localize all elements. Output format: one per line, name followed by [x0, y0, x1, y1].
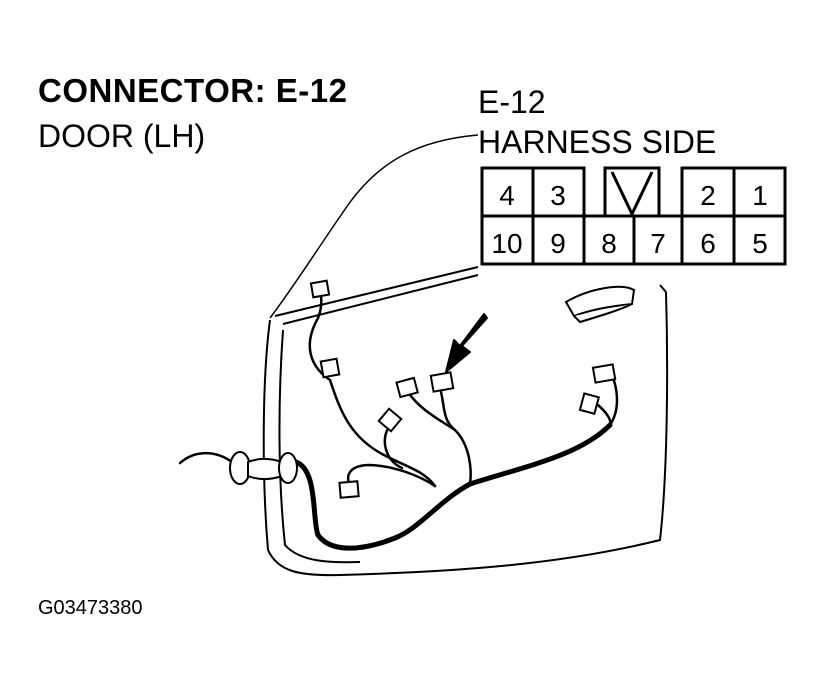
pin-label: 6	[700, 228, 716, 259]
location-arrow-icon	[445, 313, 488, 373]
harness-connector	[377, 407, 403, 433]
pin-label: 1	[752, 180, 768, 211]
connector-id-label: E-12	[478, 84, 546, 120]
harness-connector	[309, 279, 331, 299]
pin-label: 2	[700, 180, 716, 211]
leader-line	[269, 134, 479, 319]
pin-label: 7	[650, 228, 666, 259]
harness-connector	[395, 376, 419, 399]
pin-label: 5	[752, 228, 768, 259]
pin-label: 4	[499, 180, 515, 211]
wire-harness	[178, 290, 619, 551]
harness-connector	[338, 480, 360, 499]
harness-connector-e12	[429, 371, 455, 393]
pin-label: 10	[491, 228, 522, 259]
pin-label: 3	[550, 180, 566, 211]
diagram-subtitle: DOOR (LH)	[38, 118, 206, 154]
grommet	[229, 451, 298, 485]
pin-label: 8	[601, 228, 617, 259]
pin-label: 9	[550, 228, 566, 259]
harness-connector	[591, 363, 617, 384]
connector-key	[610, 171, 654, 218]
harness-connectors	[309, 279, 617, 499]
connector-face	[480, 166, 787, 266]
figure-code: G03473380	[38, 597, 143, 619]
harness-connector	[578, 392, 601, 415]
connector-side-label: HARNESS SIDE	[478, 124, 717, 160]
door-handle	[564, 285, 636, 324]
harness-connector	[319, 357, 341, 379]
diagram-title: CONNECTOR: E-12	[38, 72, 348, 109]
